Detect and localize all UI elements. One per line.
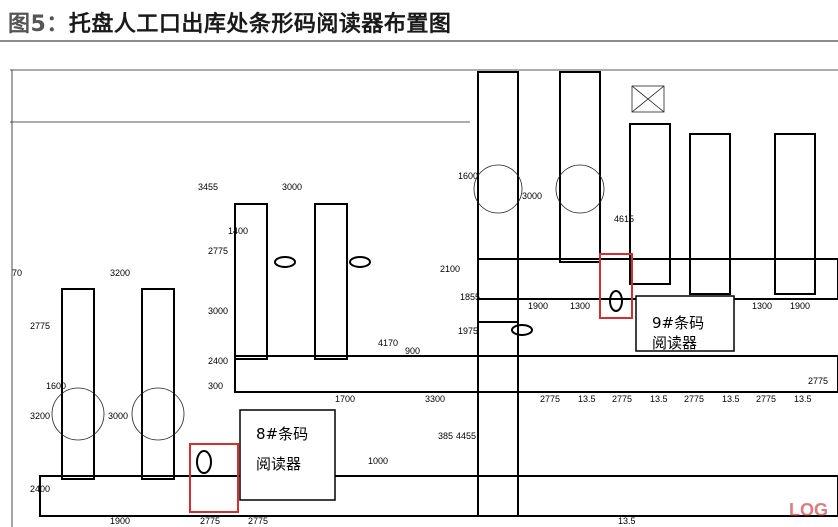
dim-300: 300	[208, 381, 223, 391]
reader8-label-line2: 阅读器	[256, 455, 301, 473]
conveyor-column-7	[629, 123, 671, 285]
dim-13-5-e: 13.5	[618, 516, 636, 526]
dim-3000-mid: 3000	[208, 306, 228, 316]
dim-3000-right: 3000	[522, 191, 542, 201]
turntable-4	[555, 164, 605, 214]
dim-1600-right: 1600	[458, 171, 478, 181]
reader9-highlight	[599, 253, 633, 319]
conveyor-group-middle	[234, 203, 371, 360]
title-rule	[0, 40, 838, 42]
reader9-marker	[609, 290, 623, 312]
dim-3200-left: 3200	[30, 411, 50, 421]
dim-385: 385	[438, 431, 453, 441]
conveyor-row-middle	[234, 355, 838, 393]
dim-2775-bottom-1: 2775	[200, 516, 220, 526]
dim-1300-b: 1300	[752, 301, 772, 311]
title-bar: 图5：托盘人工口出库处条形码阅读器布置图	[0, 0, 838, 44]
dim-13-5-d: 13.5	[794, 394, 812, 404]
dim-2400: 2400	[30, 484, 50, 494]
figure-title: 图5：托盘人工口出库处条形码阅读器布置图	[8, 6, 451, 38]
watermark-logo: LOG	[789, 500, 828, 520]
dim-2775-row-2: 2775	[612, 394, 632, 404]
conveyor-column-8	[689, 133, 731, 295]
dim-1600: 1600	[46, 381, 66, 391]
conveyor-column-5	[477, 71, 519, 323]
equipment-box-cross-2	[631, 85, 665, 113]
dim-2775-row-1: 2775	[540, 394, 560, 404]
dim-1000: 1000	[368, 456, 388, 466]
figure-caption: 托盘人工口出库处条形码阅读器布置图	[68, 12, 452, 37]
dim-13-5-a: 13.5	[578, 394, 596, 404]
dim-4170: 4170	[378, 338, 398, 348]
reader8-highlight	[189, 443, 239, 513]
layout-drawing: 8#条码 阅读器 9#条码 阅读器 3455 3000 3200 70 2775…	[10, 69, 838, 527]
turntable-2	[131, 387, 185, 441]
barcode-reader-marker-b	[349, 256, 371, 268]
conveyor-row-bottom	[39, 475, 838, 517]
reader9-label-line1: 9#条码	[652, 314, 704, 332]
dim-70: 70	[12, 268, 22, 278]
reader9-label-line2: 阅读器	[652, 334, 697, 352]
dim-2775-bottom-2: 2775	[248, 516, 268, 526]
reader9-label-box	[635, 295, 735, 352]
dimension-labels: 3455 3000 3200 70 2775 1600 3200 3000 24…	[12, 171, 828, 526]
dim-1400: 1400	[228, 226, 248, 236]
dim-2775-row-5: 2775	[808, 376, 828, 386]
dim-1900-bottom: 1900	[110, 516, 130, 526]
dim-13-5-b: 13.5	[650, 394, 668, 404]
dim-1900-a: 1900	[528, 301, 548, 311]
barcode-reader-marker-a	[274, 256, 296, 268]
reader8-label-box	[239, 409, 336, 501]
dim-4615: 4615	[614, 214, 634, 224]
conveyor-group-left	[51, 288, 185, 480]
dim-4455: 4455	[456, 431, 476, 441]
dim-900: 900	[405, 346, 420, 356]
figure-number: 图5：	[8, 12, 69, 37]
conveyor-column-1	[61, 288, 95, 480]
dim-1975: 1975	[458, 326, 478, 336]
reader8-label-line1: 8#条码	[256, 425, 308, 443]
reader8-marker	[196, 450, 212, 474]
dim-2775-left: 2775	[30, 321, 50, 331]
dim-1855: 1855	[460, 292, 480, 302]
dim-13-5-c: 13.5	[722, 394, 740, 404]
dim-2775-row-3: 2775	[684, 394, 704, 404]
dim-3000-top: 3000	[282, 182, 302, 192]
dim-3200-top: 3200	[110, 268, 130, 278]
conveyor-column-4	[314, 203, 348, 360]
dim-2775-mid: 2775	[208, 246, 228, 256]
conveyor-vertical-link	[477, 298, 519, 517]
dim-2400-mid: 2400	[208, 356, 228, 366]
conveyor-column-3	[234, 203, 268, 360]
dim-2775-row-4: 2775	[756, 394, 776, 404]
barcode-reader-marker-c	[511, 324, 533, 336]
turntable-1	[51, 387, 105, 441]
conveyor-column-6	[559, 71, 601, 263]
dim-3300: 3300	[425, 394, 445, 404]
equipment-box	[631, 85, 665, 113]
dim-3000-left: 3000	[108, 411, 128, 421]
horizontal-conveyors	[39, 258, 838, 517]
dim-1900-b: 1900	[790, 301, 810, 311]
watermark: LOG	[789, 500, 828, 521]
conveyor-column-9	[774, 133, 816, 295]
dim-1300: 1300	[570, 301, 590, 311]
dim-2100: 2100	[440, 264, 460, 274]
dim-1700: 1700	[335, 394, 355, 404]
conveyor-group-right	[473, 71, 816, 336]
conveyor-column-2	[141, 288, 175, 480]
dim-3455: 3455	[198, 182, 218, 192]
turntable-3	[473, 164, 523, 214]
